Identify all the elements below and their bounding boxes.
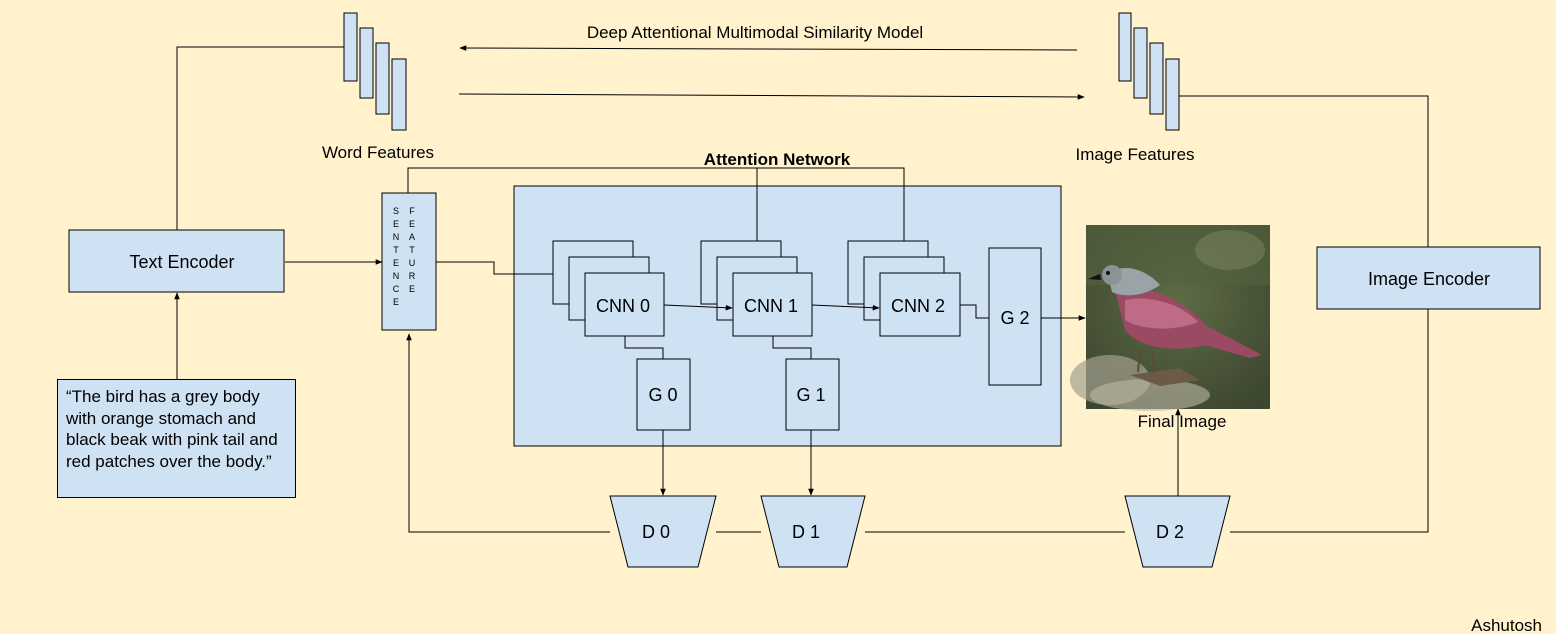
vertical-letter: N [393, 271, 400, 281]
g2-box [988, 247, 1042, 386]
image-features-stack [1118, 12, 1180, 131]
damsm-title: Deep Attentional Multimodal Similarity M… [587, 23, 923, 42]
input-text: “The bird has a grey body with orange st… [66, 387, 278, 471]
image-encoder-box [1316, 246, 1541, 310]
vertical-letter: E [393, 258, 399, 268]
g2-label: G 2 [1000, 308, 1029, 328]
word-features-label: Word Features [322, 143, 434, 162]
final-image-picture [1070, 225, 1270, 411]
cnn0-label: CNN 0 [596, 296, 650, 316]
author-label: Ashutosh [1471, 616, 1542, 634]
g1-label: G 1 [796, 385, 825, 405]
damsm-arrow-left [459, 45, 1078, 51]
g1-box [785, 358, 840, 431]
image-encoder-feedback [1230, 309, 1429, 533]
cnn1-stack [700, 240, 813, 337]
sentence-to-cnn0 [436, 261, 553, 275]
image-encoder-label: Image Encoder [1368, 269, 1490, 289]
vertical-letter: A [409, 232, 415, 242]
d0-shape [609, 495, 717, 568]
d1-shape [760, 495, 866, 568]
vertical-letter: T [393, 245, 399, 255]
vertical-letter: T [409, 245, 415, 255]
final-image-label: Final Image [1138, 412, 1227, 431]
vertical-letter: E [409, 284, 415, 294]
cnn2-label: CNN 2 [891, 296, 945, 316]
d1-label: D 1 [792, 522, 820, 542]
word-attention-link [407, 167, 905, 245]
cnn0-to-g0 [624, 336, 664, 359]
input-text-box: “The bird has a grey body with orange st… [57, 379, 296, 498]
vertical-letter: S [393, 206, 399, 216]
cnn0-to-cnn1 [663, 304, 733, 311]
attention-network-label: Attention Network [704, 150, 851, 169]
text-encoder-label: Text Encoder [129, 252, 234, 272]
vertical-letter: U [409, 258, 416, 268]
cnn0-stack [552, 240, 665, 337]
d0-label: D 0 [642, 522, 670, 542]
word-features-stack [343, 12, 407, 131]
vertical-letter: N [393, 232, 400, 242]
sentence-feature-box [381, 192, 437, 331]
cnn1-to-cnn2 [811, 304, 880, 311]
cnn1-to-g1 [772, 336, 812, 359]
g0-label: G 0 [648, 385, 677, 405]
vertical-letter: C [393, 284, 400, 294]
image-features-label: Image Features [1075, 145, 1194, 164]
vertical-letter: E [409, 219, 415, 229]
image-encoder-to-image-features [1179, 95, 1429, 247]
vertical-letter: R [409, 271, 416, 281]
cnn1-label: CNN 1 [744, 296, 798, 316]
text-encoder-to-word-features [176, 46, 344, 230]
feedback-to-sentence [406, 333, 610, 533]
vertical-letter: F [409, 206, 415, 216]
text-encoder-box [68, 229, 285, 293]
d2-label: D 2 [1156, 522, 1184, 542]
d2-shape [1124, 495, 1231, 568]
g0-box [636, 358, 691, 431]
cnn2-stack [847, 240, 961, 337]
vertical-letter: E [393, 219, 399, 229]
vertical-letter: E [393, 297, 399, 307]
damsm-arrow-right [458, 93, 1085, 100]
cnn2-to-g2 [960, 304, 989, 319]
